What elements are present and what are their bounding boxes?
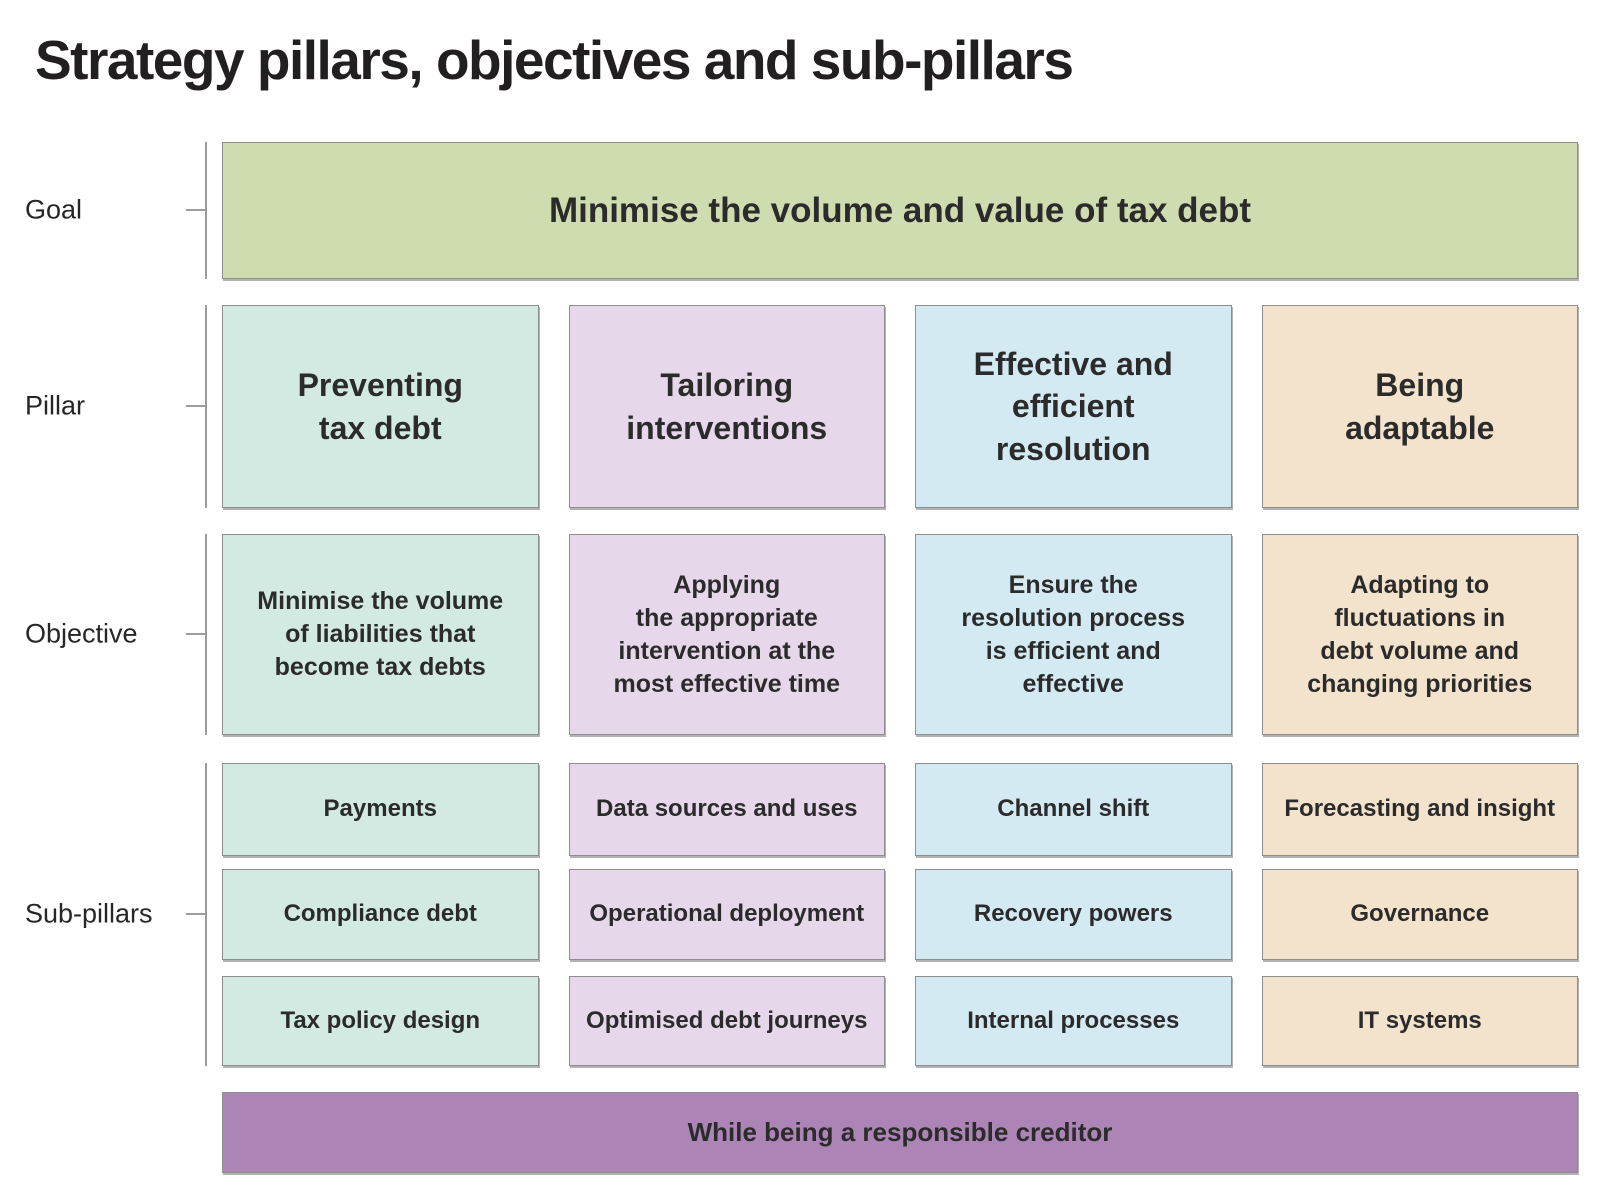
objective-box-tailoring-interventions: Applying the appropriate intervention at…	[568, 534, 885, 735]
sub-pillar-box-operational-deployment: Operational deployment	[568, 869, 885, 960]
objective-box-effective-resolution: Ensure the resolution process is efficie…	[915, 534, 1232, 735]
objective-bracket-line	[205, 534, 207, 735]
pillar-box-being-adaptable: Being adaptable	[1261, 305, 1578, 508]
row-label-goal: Goal	[25, 194, 83, 225]
pillar-row: Preventing tax debt Tailoring interventi…	[222, 305, 1578, 508]
objective-box-preventing-tax-debt: Minimise the volume of liabilities that …	[222, 534, 539, 735]
sub-pillar-row-2: Compliance debt Operational deployment R…	[222, 869, 1578, 960]
sub-pillars-bracket-line	[205, 763, 207, 1066]
row-label-sub-pillars: Sub-pillars	[25, 898, 153, 929]
objective-box-being-adaptable: Adapting to fluctuations in debt volume …	[1261, 534, 1578, 735]
sub-pillar-row-3: Tax policy design Optimised debt journey…	[222, 976, 1578, 1066]
row-label-pillar: Pillar	[25, 390, 86, 421]
sub-pillar-row-1: Payments Data sources and uses Channel s…	[222, 763, 1578, 856]
goal-bracket-line	[205, 142, 207, 279]
sub-pillar-box-internal-processes: Internal processes	[915, 976, 1232, 1066]
sub-pillar-box-governance: Governance	[1261, 869, 1578, 960]
pillar-box-tailoring-interventions: Tailoring interventions	[568, 305, 885, 508]
sub-pillar-box-it-systems: IT systems	[1261, 976, 1578, 1066]
sub-pillar-box-forecasting-insight: Forecasting and insight	[1261, 763, 1578, 856]
objective-tick-line	[186, 633, 206, 635]
sub-pillar-box-optimised-debt-journeys: Optimised debt journeys	[568, 976, 885, 1066]
pillar-box-preventing-tax-debt: Preventing tax debt	[222, 305, 539, 508]
sub-pillar-box-data-sources: Data sources and uses	[568, 763, 885, 856]
sub-pillar-box-payments: Payments	[222, 763, 539, 856]
goal-banner: Minimise the volume and value of tax deb…	[222, 142, 1578, 279]
sub-pillar-box-channel-shift: Channel shift	[915, 763, 1232, 856]
pillar-bracket-line	[205, 305, 207, 508]
pillar-box-effective-resolution: Effective and efficient resolution	[915, 305, 1232, 508]
row-label-objective: Objective	[25, 618, 138, 649]
objective-row: Minimise the volume of liabilities that …	[222, 534, 1578, 735]
sub-pillar-box-compliance-debt: Compliance debt	[222, 869, 539, 960]
sub-pillars-tick-line	[186, 913, 206, 915]
goal-tick-line	[186, 209, 206, 211]
responsible-creditor-banner: While being a responsible creditor	[222, 1092, 1578, 1173]
sub-pillar-box-tax-policy-design: Tax policy design	[222, 976, 539, 1066]
pillar-tick-line	[186, 405, 206, 407]
sub-pillar-box-recovery-powers: Recovery powers	[915, 869, 1232, 960]
page-title: Strategy pillars, objectives and sub-pil…	[35, 29, 1074, 91]
